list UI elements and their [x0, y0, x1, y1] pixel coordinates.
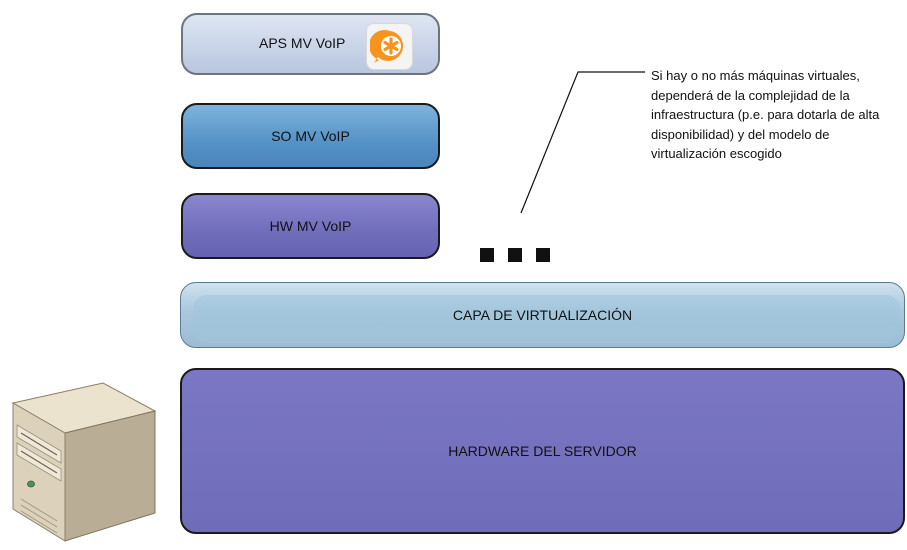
- virtualization-layer: CAPA DE VIRTUALIZACIÓN: [180, 282, 905, 348]
- virtualization-label: CAPA DE VIRTUALIZACIÓN: [452, 307, 633, 323]
- aps-vm-layer: APS MV VoIP: [181, 13, 440, 75]
- hw-vm-label: HW MV VoIP: [269, 218, 352, 234]
- so-vm-label: SO MV VoIP: [271, 128, 350, 144]
- server-hardware-label: HARDWARE DEL SERVIDOR: [448, 443, 637, 459]
- asterisk-logo-icon: [366, 23, 413, 70]
- ellipsis-dot: [508, 248, 522, 262]
- hw-vm-layer: HW MV VoIP: [181, 193, 440, 259]
- ellipsis-dot: [536, 248, 550, 262]
- server-hardware-layer: HARDWARE DEL SERVIDOR: [180, 368, 905, 534]
- ellipsis-squares-icon: [480, 248, 550, 262]
- ellipsis-dot: [480, 248, 494, 262]
- aps-vm-label: APS MV VoIP: [259, 35, 346, 51]
- server-tower-icon: [5, 381, 165, 550]
- annotation-note: Si hay o no más máquinas virtuales, depe…: [651, 68, 880, 161]
- so-vm-layer: SO MV VoIP: [181, 103, 440, 169]
- virtualization-layer-inner: [193, 295, 900, 343]
